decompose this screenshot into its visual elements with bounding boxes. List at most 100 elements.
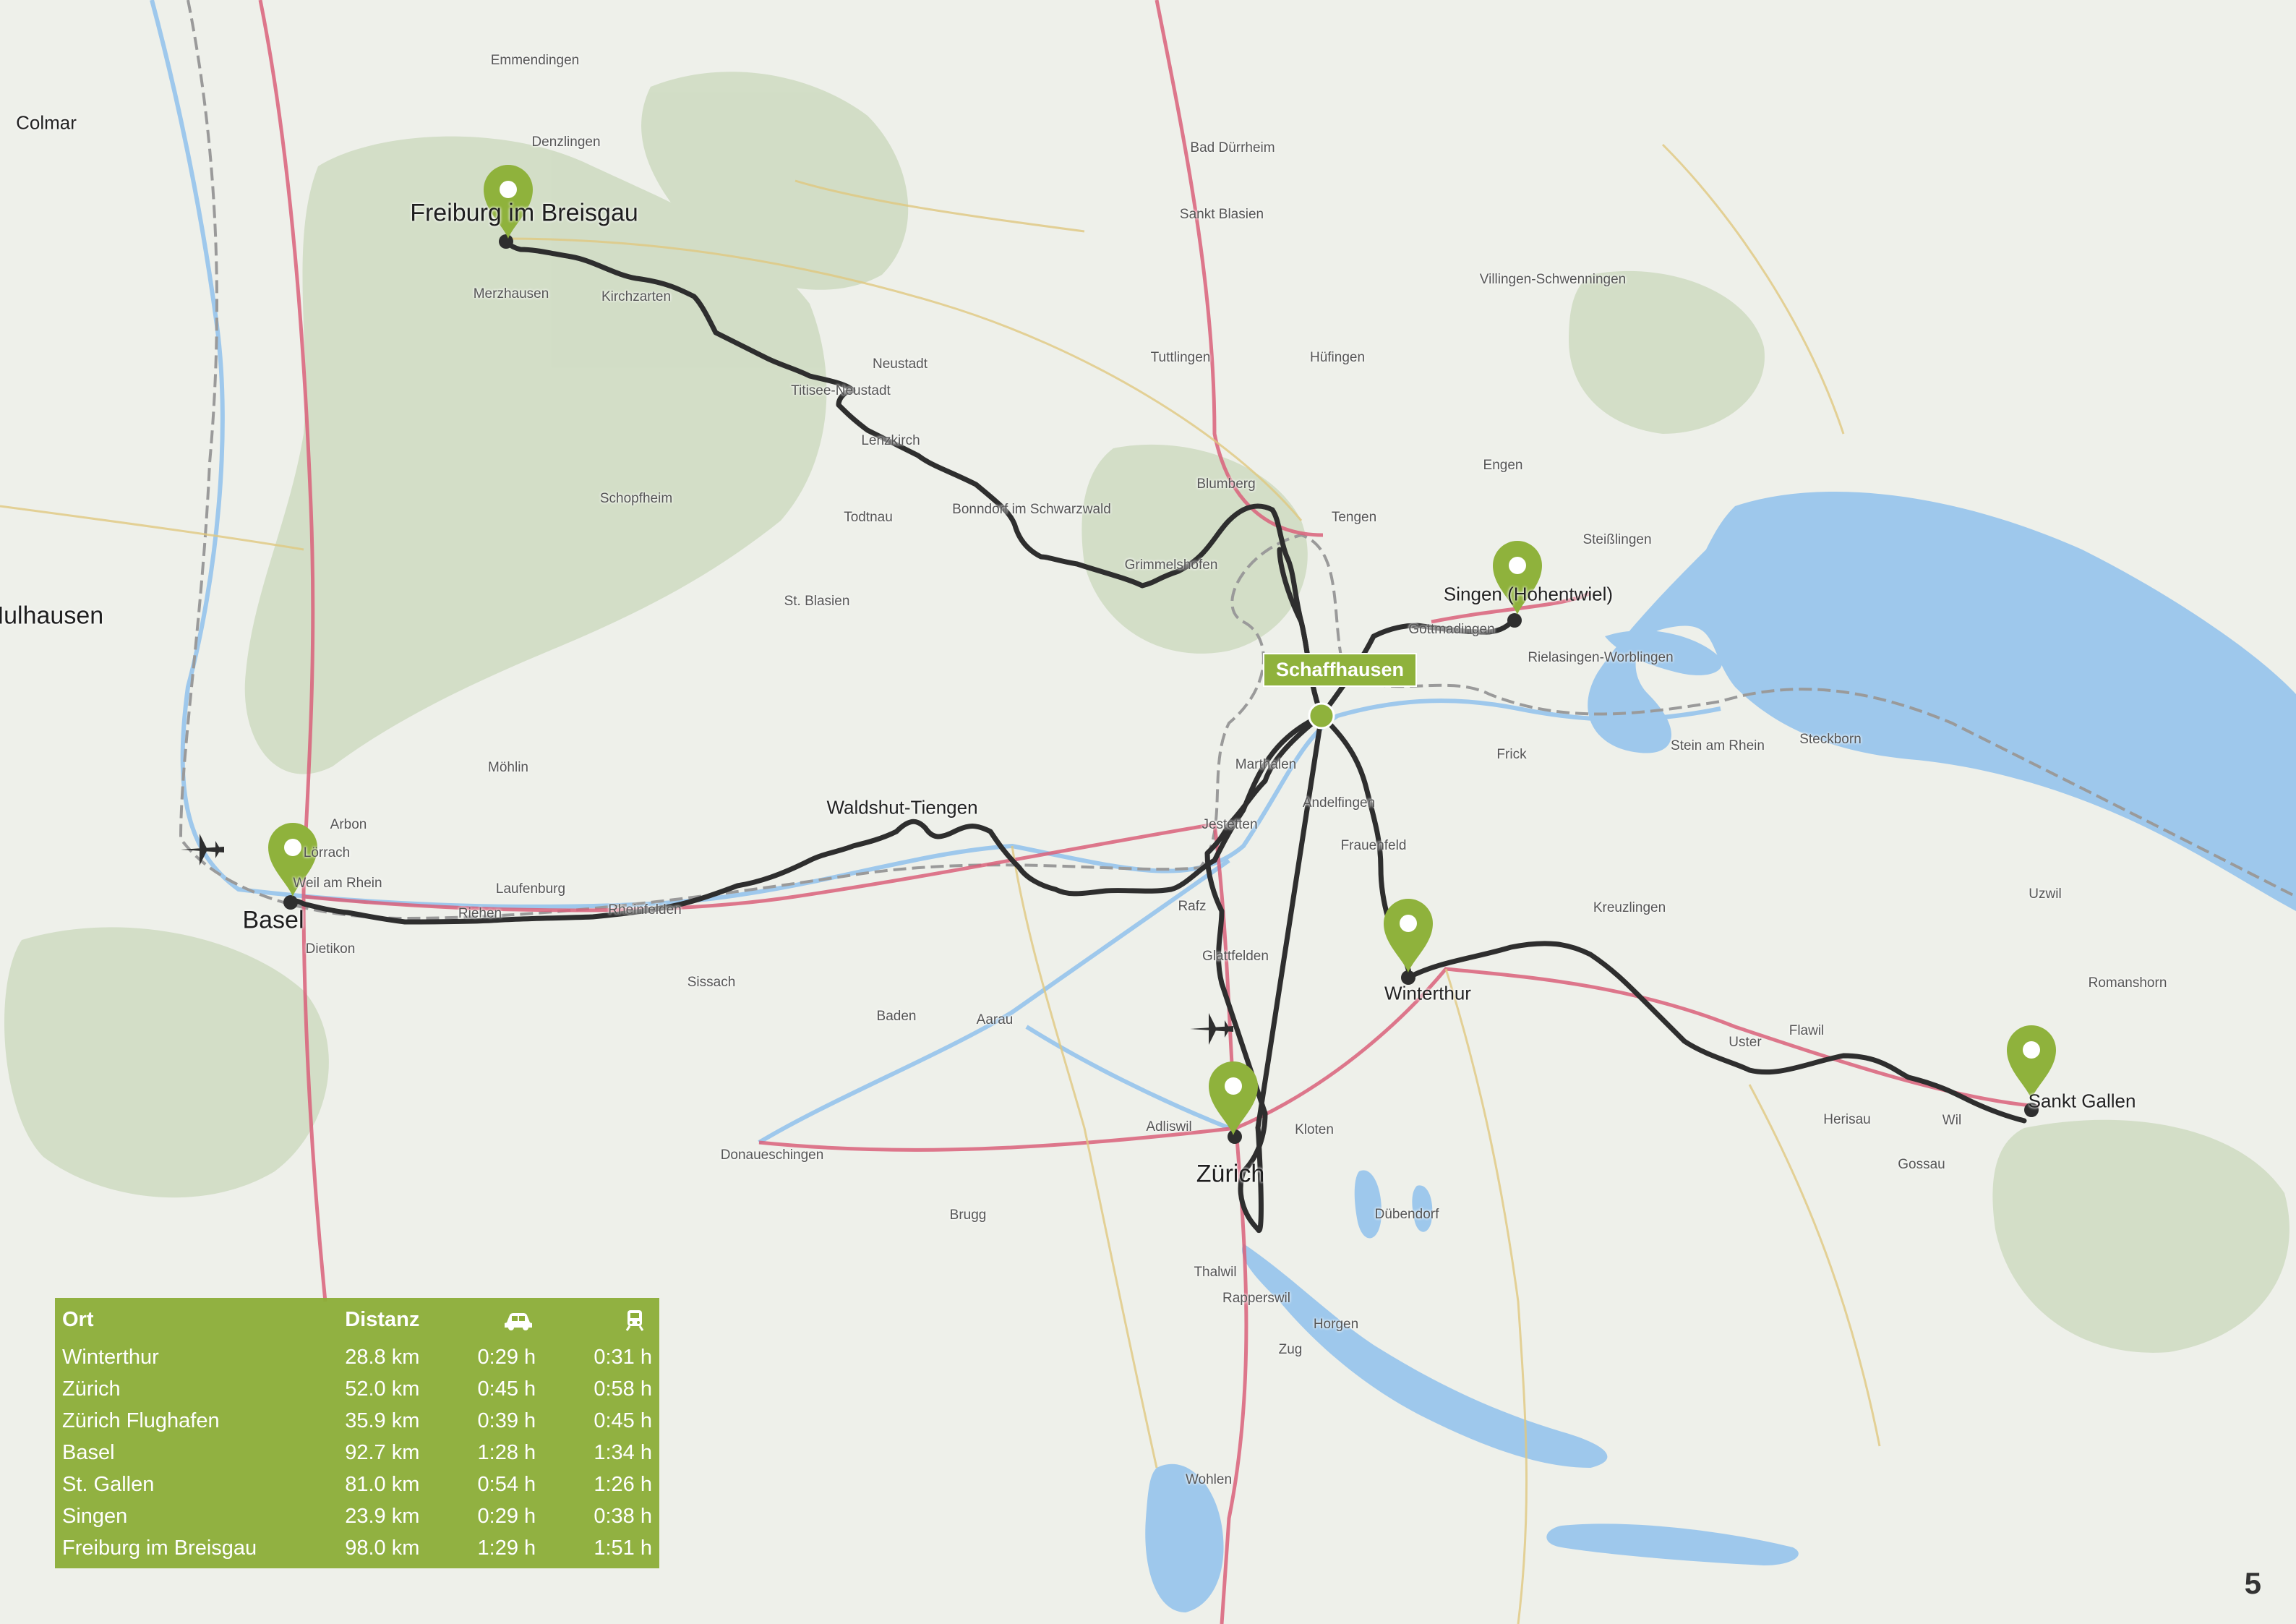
label-merzhausen: Merzhausen — [473, 286, 549, 302]
lake-greifensee — [1354, 1170, 1382, 1239]
label-gottmadingen: Gottmadingen — [1408, 622, 1495, 637]
label-brugg: Baden — [876, 1009, 917, 1024]
label-ermatingen: Steckborn — [1799, 732, 1862, 747]
pin-icon-zurich — [1209, 1061, 1258, 1135]
route-to-stgallen — [1405, 941, 2027, 1124]
river-aare — [758, 858, 1230, 1145]
location-pins[interactable] — [268, 165, 2056, 1135]
lake-untersee — [1605, 630, 1722, 675]
label-zurich: Zürich — [1196, 1160, 1265, 1188]
table-row: Singen 23.9 km 0:29 h 0:38 h — [55, 1500, 659, 1532]
label-basel: Basel — [242, 906, 304, 934]
label-andelfingen: Frauenfeld — [1340, 838, 1407, 853]
airplane-icon-zurich — [1190, 1013, 1233, 1045]
row-place: Zürich Flughafen — [62, 1409, 220, 1432]
label-colmar: Colmar — [16, 111, 77, 134]
label-loerrach: Arbon — [330, 817, 367, 832]
car-icon — [505, 1312, 533, 1330]
label-muttenz: Dietikon — [305, 941, 356, 957]
row-train-time: 0:31 h — [594, 1345, 652, 1369]
row-car-time: 0:29 h — [477, 1345, 536, 1369]
row-train-time: 1:51 h — [594, 1536, 652, 1560]
row-train-time: 0:58 h — [594, 1377, 652, 1401]
distance-table: Ort Distanz — [55, 1298, 659, 1568]
label-blumberg: Blumberg — [1196, 476, 1256, 492]
label-uster: Dübendorf — [1374, 1207, 1439, 1222]
label-flawil: Herisau — [1823, 1112, 1871, 1127]
label-waldshut: Waldshut-Tiengen — [826, 796, 978, 819]
label-riehen: Weil am Rhein — [293, 876, 382, 891]
pin-icon-freiburg — [484, 165, 533, 239]
label-schluchsee: Todtnau — [844, 510, 893, 525]
header-car — [427, 1298, 543, 1341]
label-tuttlingen: Villingen-Schwenningen — [1479, 272, 1627, 287]
route-to-zurich — [1204, 713, 1324, 1234]
label-dietikon: Adliswil — [1146, 1119, 1192, 1134]
label-steinamrhein: Frick — [1496, 747, 1527, 762]
lake-pfaeffikon — [1412, 1185, 1433, 1232]
label-kirchzarten: Kirchzarten — [601, 289, 672, 304]
label-emmendingen: Emmendingen — [490, 53, 580, 68]
row-car-time: 0:54 h — [477, 1472, 536, 1496]
row-distance: 81.0 km — [345, 1472, 420, 1496]
label-frick: Sissach — [687, 975, 736, 990]
label-geisingen: Hüfingen — [1309, 350, 1366, 365]
row-distance: 28.8 km — [345, 1345, 420, 1369]
label-arbon: Romanshorn — [2088, 975, 2167, 991]
label-tengen: Tengen — [1331, 510, 1377, 525]
label-freiburg: Freiburg im Breisgau — [410, 199, 638, 227]
label-engen: Engen — [1483, 458, 1523, 473]
secondary-roads — [0, 143, 1881, 1624]
label-uzwil: Flawil — [1789, 1023, 1825, 1038]
label-steckborn: Stein am Rhein — [1671, 738, 1765, 753]
schaffhausen-callout[interactable]: Schaffhausen — [1263, 653, 1418, 687]
label-villingen: Bad Dürrheim — [1190, 140, 1275, 155]
label-baden: Aarau — [976, 1012, 1014, 1027]
label-rheinfelden: Riehen — [458, 906, 502, 921]
label-neustadt: Neustadt — [872, 356, 928, 372]
label-meilen: Horgen — [1313, 1317, 1359, 1332]
label-herisau: Gossau — [1898, 1157, 1945, 1172]
label-todtnau: Schopfheim — [599, 491, 673, 506]
label-lenzkirch: Lenzkirch — [861, 433, 920, 448]
label-steisslingen: Steißlingen — [1582, 532, 1652, 547]
row-place: Zürich — [62, 1377, 121, 1401]
label-romanshorn: Uzwil — [2029, 886, 2062, 902]
row-distance: 98.0 km — [345, 1536, 420, 1560]
label-huefingen: Tuttlingen — [1150, 350, 1211, 365]
table-row: Zürich 52.0 km 0:45 h 0:58 h — [55, 1373, 659, 1405]
row-distance: 23.9 km — [345, 1504, 420, 1528]
route-endpoints — [283, 234, 2039, 1144]
header-distance: Distanz — [345, 1307, 420, 1331]
row-place: Freiburg im Breisgau — [62, 1536, 257, 1560]
row-distance: 92.7 km — [345, 1440, 420, 1464]
forest-areas — [4, 72, 2289, 1353]
label-marthalen: Andelfingen — [1302, 795, 1376, 811]
table-row: Freiburg im Breisgau 98.0 km 1:29 h 1:51… — [55, 1532, 659, 1564]
header-place: Ort — [62, 1307, 94, 1331]
label-frauenfeld: Kreuzlingen — [1593, 900, 1666, 915]
label-baddurrheim: Sankt Blasien — [1179, 207, 1264, 222]
label-denzlingen: Denzlingen — [531, 134, 601, 150]
row-place: Basel — [62, 1440, 115, 1464]
lake-zug — [1145, 1463, 1224, 1612]
label-wohlen: Brugg — [949, 1208, 987, 1223]
label-mulhausen: Mulhausen — [0, 602, 104, 630]
label-aarau: Donaueschingen — [720, 1148, 824, 1163]
label-gossau: Wil — [1942, 1113, 1962, 1128]
schaffhausen-marker[interactable] — [1308, 702, 1335, 730]
lake-zurich — [1242, 1244, 1608, 1468]
airplane-icon-basel — [181, 834, 224, 866]
label-glattfelden: Rafz — [1178, 899, 1207, 914]
row-train-time: 0:45 h — [594, 1409, 652, 1432]
label-adliswil: Thalwil — [1194, 1265, 1237, 1280]
table-row: Basel 92.7 km 1:28 h 1:34 h — [55, 1437, 659, 1469]
pin-icon-basel — [268, 823, 317, 897]
row-train-time: 1:26 h — [594, 1472, 652, 1496]
row-distance: 35.9 km — [345, 1409, 420, 1432]
label-winterthur: Winterthur — [1384, 982, 1471, 1004]
table-row: Zürich Flughafen 35.9 km 0:39 h 0:45 h — [55, 1405, 659, 1437]
row-place: Singen — [62, 1504, 128, 1528]
label-stgallen: Sankt Gallen — [2028, 1090, 2136, 1112]
pin-icon-singen — [1493, 541, 1542, 615]
